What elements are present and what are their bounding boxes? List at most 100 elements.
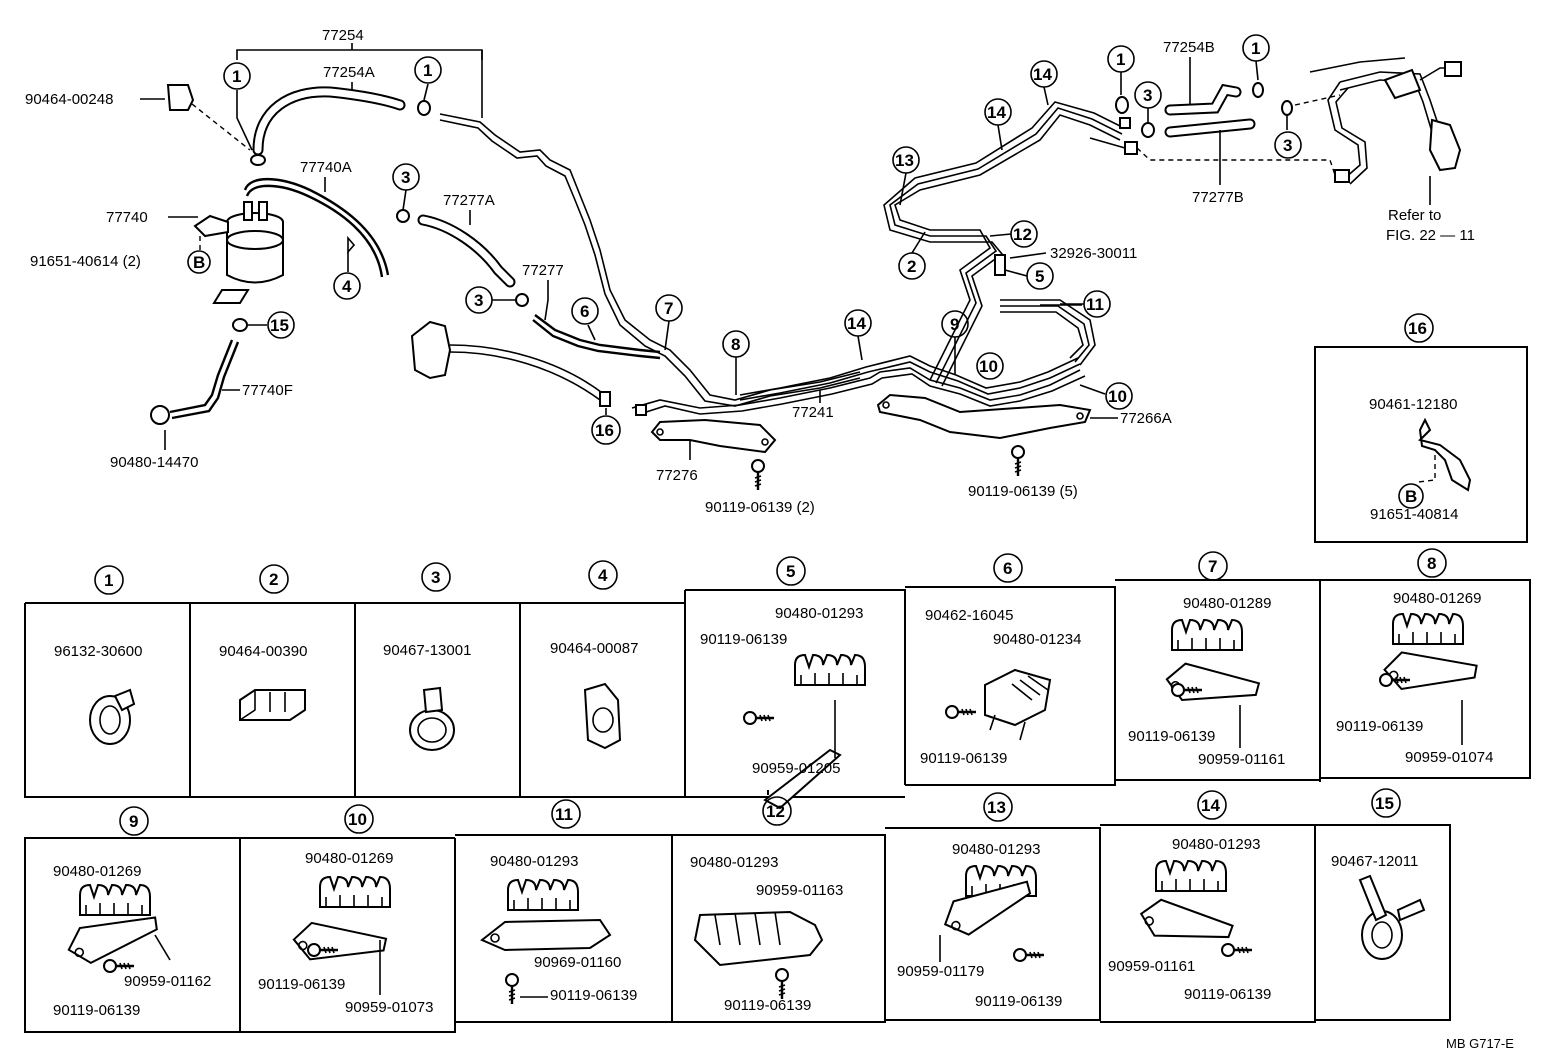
callout-3-a: 3 (392, 163, 420, 191)
label-77740A: 77740A (300, 159, 352, 176)
part-label: 90467-12011 (1331, 853, 1418, 870)
svg-text:14: 14 (847, 314, 866, 333)
part-label: 90480-01293 (775, 605, 863, 622)
part-label: 90480-01269 (53, 863, 141, 880)
bolt-icon (504, 972, 520, 1006)
svg-text:15: 15 (1375, 794, 1394, 813)
part-label: 90119-06139 (700, 631, 787, 648)
svg-text:3: 3 (1283, 136, 1292, 155)
fuel-pump-assembly (1309, 57, 1462, 185)
part-label: 90480-01289 (1183, 595, 1271, 612)
detail-callout-7: 7 (1198, 551, 1228, 581)
label-90119-06139-2: 90119-06139 (2) (705, 499, 815, 516)
bracket-icon (65, 916, 162, 967)
callout-7-a: 7 (655, 294, 683, 322)
detail-callout-11: 11 (551, 799, 581, 829)
callout-14-b: 14 (984, 98, 1012, 126)
label-91651-40814: 91651-40814 (1370, 506, 1458, 523)
detail-callout-15: 15 (1371, 788, 1401, 818)
svg-text:2: 2 (907, 257, 916, 276)
label-32926-30011: 32926-30011 (1050, 245, 1137, 262)
label-77254B: 77254B (1163, 39, 1215, 56)
callout-4: 4 (333, 272, 361, 300)
label-90480-14470: 90480-14470 (110, 454, 198, 471)
callout-10-a: 10 (976, 352, 1004, 380)
part-label: 90959-01162 (124, 973, 211, 990)
svg-text:5: 5 (1035, 267, 1044, 286)
cap-90480-14470 (150, 405, 170, 425)
bracket-icon (1134, 894, 1234, 961)
svg-text:13: 13 (987, 798, 1006, 817)
part-label: 90119-06139 (1184, 986, 1271, 1003)
clip-icon (994, 254, 1006, 276)
callout-11-a: 11 (1083, 290, 1111, 318)
pipe-77254 (439, 113, 861, 401)
svg-text:B: B (193, 253, 205, 272)
clamp-icon (1281, 100, 1293, 116)
bolt-icon (1012, 947, 1046, 963)
svg-text:4: 4 (342, 277, 352, 296)
part-label: 90959-01179 (897, 963, 984, 980)
part-label: 90119-06139 (724, 997, 811, 1014)
bracket-icon (1380, 649, 1478, 703)
clamp-icon (1155, 860, 1227, 892)
label-91651-40614: 91651-40614 (2) (30, 253, 141, 270)
svg-text:9: 9 (129, 812, 138, 831)
svg-text:3: 3 (1143, 86, 1152, 105)
svg-text:14: 14 (1033, 65, 1052, 84)
hose-77740F (169, 339, 234, 414)
svg-text:7: 7 (664, 299, 673, 318)
clamp-icon (1171, 619, 1243, 651)
bolt-icon (774, 967, 790, 1001)
svg-text:15: 15 (270, 316, 289, 335)
callout-1-b: 1 (414, 56, 442, 84)
detail-callout-3: 3 (421, 562, 451, 592)
bolt-icon (102, 958, 136, 974)
clamp-icon (1115, 96, 1129, 114)
callout-10-b: 10 (1105, 382, 1133, 410)
clamp-block-icon (984, 668, 1052, 741)
callout-B-b: B (1398, 483, 1424, 509)
detail-callout-8: 8 (1417, 548, 1447, 578)
svg-text:12: 12 (766, 802, 785, 821)
detail-row-1 (24, 579, 1531, 798)
part-label: 90959-01074 (1405, 749, 1493, 766)
label-77254-group: 77254 (236, 27, 483, 118)
svg-text:5: 5 (786, 562, 795, 581)
svg-text:14: 14 (1201, 796, 1220, 815)
part-label: 90462-16045 (925, 607, 1013, 624)
part-label: 90959-01161 (1198, 751, 1285, 768)
svg-text:2: 2 (269, 570, 278, 589)
clip-single-icon (583, 682, 622, 750)
svg-text:B: B (1405, 487, 1417, 506)
part-label: 90969-01160 (534, 954, 621, 971)
label-77254: 77254 (322, 27, 364, 44)
drawing-id: MB G717-E (1446, 1036, 1514, 1051)
svg-text:16: 16 (1408, 319, 1427, 338)
hose-clip-icon (1358, 874, 1426, 960)
callout-3-c: 3 (1134, 81, 1162, 109)
label-77241: 77241 (792, 404, 834, 421)
part-label: 90119-06139 (550, 987, 637, 1004)
callout-16-b: 16 (1404, 313, 1434, 343)
detail-box-16 (1314, 346, 1528, 543)
hose-77740A (243, 178, 390, 276)
part-label: 90959-01163 (756, 882, 843, 899)
svg-text:8: 8 (1427, 554, 1436, 573)
callout-1-c: 1 (1107, 45, 1135, 73)
canister-16 (410, 320, 452, 380)
callout-2-a: 2 (898, 252, 926, 280)
part-label: 90480-01293 (952, 841, 1040, 858)
clamp-icon (417, 100, 431, 116)
svg-text:6: 6 (1003, 559, 1012, 578)
clamp-icon (79, 884, 151, 916)
clamp-icon (1141, 122, 1155, 138)
callout-12-a: 12 (1010, 220, 1038, 248)
part-label: 90480-01269 (305, 850, 393, 867)
svg-text:3: 3 (431, 568, 440, 587)
part-label: 90464-00390 (219, 643, 307, 660)
svg-text:1: 1 (423, 61, 432, 80)
label-77277: 77277 (522, 262, 564, 279)
svg-text:6: 6 (580, 302, 589, 321)
